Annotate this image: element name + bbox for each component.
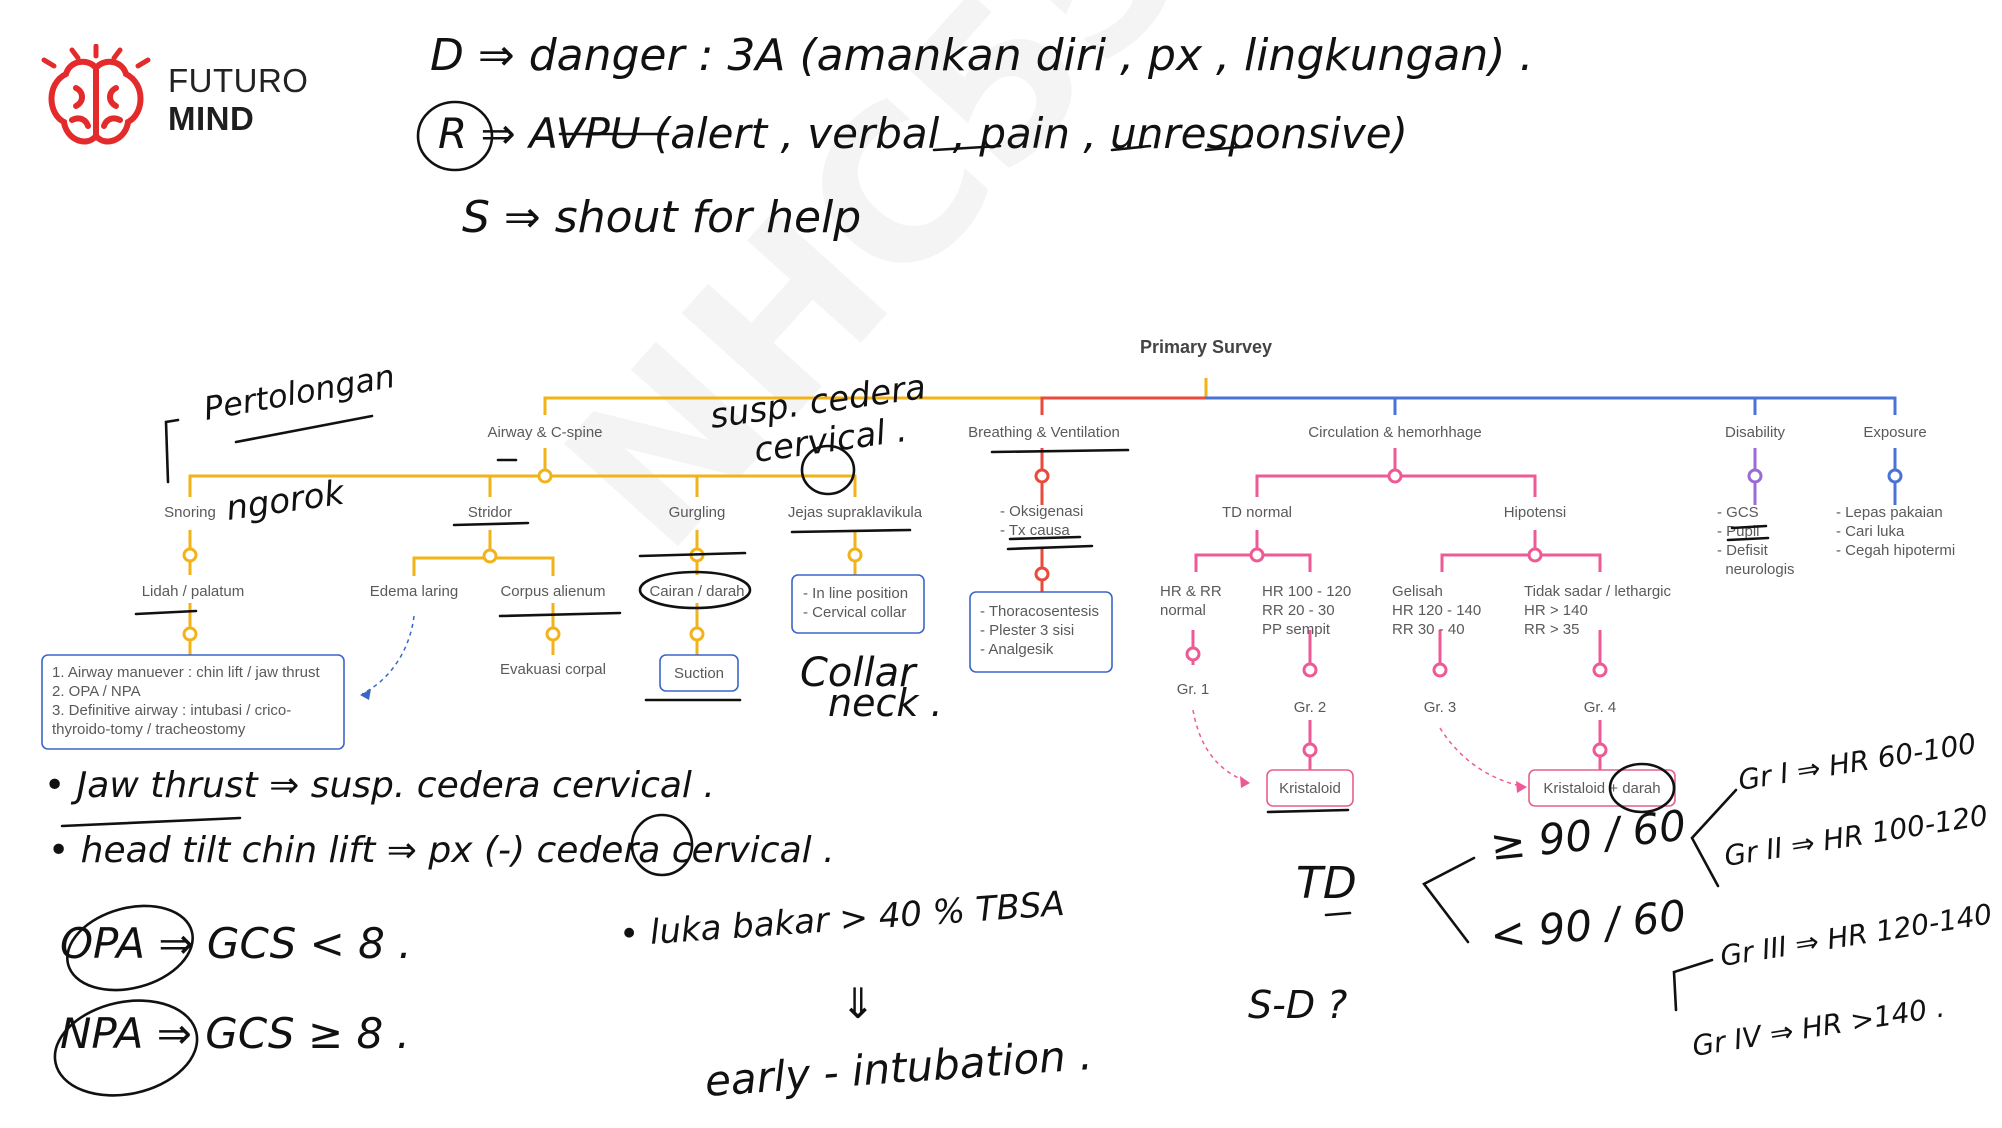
note-ngorok: ngorok <box>224 473 348 529</box>
disability-list-4: neurologis <box>1717 561 1795 578</box>
category-disability: Disability <box>1725 424 1786 441</box>
breathing-box-line-3: - Analgesik <box>980 641 1054 658</box>
jejas-box-line-1: - In line position <box>803 585 908 602</box>
note-grade-3: Gr III ⇒ HR 120-140 <box>1718 897 1994 973</box>
breathing-list-2: - Tx causa <box>1000 522 1070 539</box>
node-hipotensi: Hipotensi <box>1504 504 1567 521</box>
node-evakuasi: Evakuasi corpal <box>500 661 606 678</box>
hr-normal-line-1: HR & RR <box>1160 583 1222 600</box>
exposure-list-2: - Cari luka <box>1836 523 1905 540</box>
gelisah-line-1: Gelisah <box>1392 583 1443 600</box>
note-collar: Collar <box>800 650 918 696</box>
grade-4: Gr. 4 <box>1584 699 1617 716</box>
category-circulation: Circulation & hemorhhage <box>1308 424 1481 441</box>
node-cairan: Cairan / darah <box>649 583 744 600</box>
disability-list-3: - Defisit <box>1717 542 1769 559</box>
grade-2: Gr. 2 <box>1294 699 1327 716</box>
gr2-vitals-line-2: RR 20 - 30 <box>1262 602 1335 619</box>
category-airway: Airway & C-spine <box>487 424 602 441</box>
brain-icon <box>41 43 151 145</box>
note-grade-1: Gr I ⇒ HR 60-100 <box>1736 727 1978 797</box>
airway-box-line-3: 3. Definitive airway : intubasi / crico- <box>52 702 291 719</box>
note-early-intubation: early - intubation . <box>703 1030 1094 1106</box>
hr-normal-line-2: normal <box>1160 602 1206 619</box>
node-edema: Edema laring <box>370 583 458 600</box>
kristaloid-darah: Kristaloid + darah <box>1543 780 1660 797</box>
breathing-list-1: - Oksigenasi <box>1000 503 1083 520</box>
logo-text-mind: MIND <box>168 100 255 137</box>
jejas-box-line-2: - Cervical collar <box>803 604 906 621</box>
breathing-box-line-1: - Thoracosentesis <box>980 603 1099 620</box>
node-suction: Suction <box>674 665 724 682</box>
note-opa: OPA ⇒ GCS < 8 . <box>60 919 412 968</box>
node-gurgling: Gurgling <box>669 504 726 521</box>
node-corpus: Corpus alienum <box>500 583 605 600</box>
gr2-vitals-line-1: HR 100 - 120 <box>1262 583 1351 600</box>
node-lidah: Lidah / palatum <box>142 583 245 600</box>
arrow-down-icon: ⇓ <box>840 979 875 1028</box>
gelisah-line-3: RR 30 - 40 <box>1392 621 1465 638</box>
category-exposure: Exposure <box>1863 424 1926 441</box>
note-luka-bakar: • luka bakar > 40 % TBSA <box>618 884 1066 955</box>
kristaloid: Kristaloid <box>1279 780 1341 797</box>
airway-box-line-2: 2. OPA / NPA <box>52 683 141 700</box>
note-npa: NPA ⇒ GCS ≥ 8 . <box>60 1009 410 1058</box>
grade-3: Gr. 3 <box>1424 699 1457 716</box>
note-td: TD <box>1296 858 1357 909</box>
node-jejas: Jejas supraklavikula <box>788 504 923 521</box>
note-sd: S-D ? <box>1248 983 1347 1027</box>
note-head-tilt: • head tilt chin lift ⇒ px (-) cedera ce… <box>48 830 835 871</box>
node-snoring: Snoring <box>164 504 216 521</box>
futuro-mind-logo: FUTURO MIND <box>36 43 308 164</box>
grade-1: Gr. 1 <box>1177 681 1210 698</box>
note-jaw-thrust: • Jaw thrust ⇒ susp. cedera cervical . <box>44 765 715 806</box>
note-shout: S ⇒ shout for help <box>462 192 861 243</box>
lethargic-line-2: HR > 140 <box>1524 602 1588 619</box>
gelisah-line-2: HR 120 - 140 <box>1392 602 1481 619</box>
lethargic-line-3: RR > 35 <box>1524 621 1579 638</box>
diagram-title: Primary Survey <box>1140 337 1272 357</box>
breathing-box-line-2: - Plester 3 sisi <box>980 622 1074 639</box>
node-stridor: Stridor <box>468 504 512 521</box>
note-td-low: < 90 / 60 <box>1488 891 1688 960</box>
exposure-list-3: - Cegah hipotermi <box>1836 542 1955 559</box>
logo-text-futuro: FUTURO <box>168 62 309 99</box>
node-td-normal: TD normal <box>1222 504 1292 521</box>
note-grade-2: Gr II ⇒ HR 100-120 <box>1722 799 1990 873</box>
note-grade-4: Gr IV ⇒ HR >140 . <box>1690 990 1947 1062</box>
note-neck: neck . <box>828 681 943 725</box>
note-danger: D ⇒ danger : 3A (amankan diri , px , lin… <box>430 30 1533 81</box>
gr2-vitals-line-3: PP sempit <box>1262 621 1331 638</box>
category-breathing: Breathing & Ventilation <box>968 424 1120 441</box>
lethargic-line-1: Tidak sadar / lethargic <box>1524 583 1672 600</box>
disability-list-1: - GCS <box>1717 504 1759 521</box>
exposure-list-1: - Lepas pakaian <box>1836 504 1943 521</box>
note-td-high: ≥ 90 / 60 <box>1488 801 1688 870</box>
airway-box-line-1: 1. Airway manuever : chin lift / jaw thr… <box>52 664 320 681</box>
airway-box-line-4: thyroido-tomy / tracheostomy <box>52 721 246 738</box>
